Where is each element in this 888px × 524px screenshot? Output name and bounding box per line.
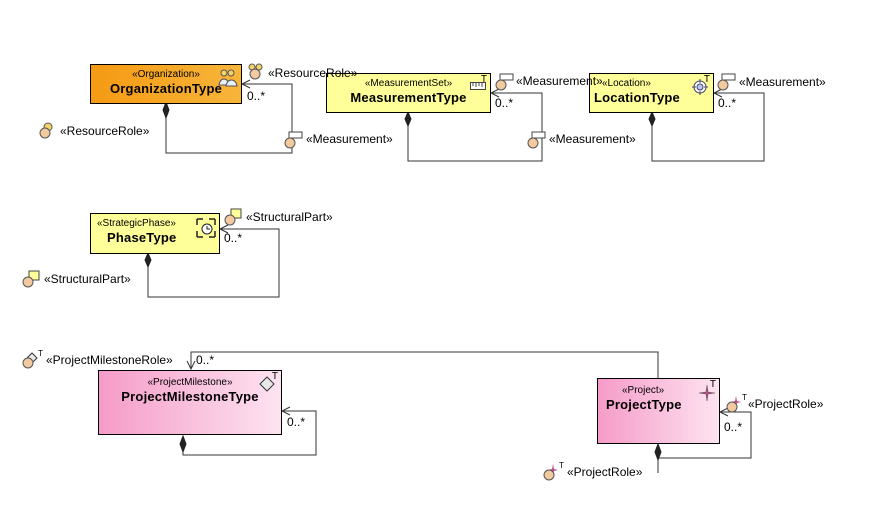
milestone-role-label: «ProjectMilestoneRole»	[46, 353, 173, 367]
organization-stereotype: «Organization»	[132, 69, 200, 80]
project-stereotype: «Project»	[622, 385, 665, 396]
people-group-icon	[218, 69, 238, 87]
project-corner-mark: T	[709, 379, 716, 390]
resource-role-label: «ResourceRole»	[268, 66, 358, 80]
sparkle-icon	[698, 384, 716, 402]
multiplicity-label: 0..*	[724, 420, 743, 434]
structural-part-role-label: «StructuralPart»	[44, 272, 131, 286]
phase-name: PhaseType	[107, 230, 177, 245]
measurement-class[interactable]: «MeasurementSet» MeasurementType T	[326, 73, 491, 113]
resource-role-icon	[248, 63, 263, 80]
multiplicity-label: 0..*	[224, 231, 243, 245]
measurement-role-icon	[495, 73, 514, 91]
milestone-class[interactable]: «ProjectMilestone» ProjectMilestoneType …	[98, 370, 282, 435]
multiplicity-label: 0..*	[495, 96, 514, 110]
svg-text:T: T	[742, 393, 747, 402]
location-composition-diamond	[648, 110, 656, 128]
organization-name: OrganizationType	[109, 81, 223, 96]
structural-part-role-label: «StructuralPart»	[246, 210, 333, 224]
measurement-composition-diamond	[404, 110, 412, 128]
multiplicity-label: 0..*	[718, 96, 737, 110]
multiplicity-label: 0..*	[196, 353, 215, 367]
ruler-icon	[470, 82, 486, 90]
clock-icon	[196, 218, 216, 238]
structural-part-role-icon	[22, 270, 40, 288]
milestone-stereotype: «ProjectMilestone»	[147, 377, 233, 388]
location-assoc-line	[651, 92, 765, 162]
measurement-role-icon	[717, 73, 736, 91]
phase-assoc-line	[147, 228, 280, 298]
measurement-name: MeasurementType	[350, 90, 467, 105]
project-composition-diamond	[654, 442, 662, 462]
project-assoc-line	[658, 411, 752, 459]
milestone-composition-diamond	[179, 434, 187, 454]
measurement-corner-mark: T	[480, 74, 487, 85]
svg-text:T: T	[38, 349, 43, 358]
org-assoc-line	[165, 83, 293, 154]
phase-stereotype: «StrategicPhase»	[97, 218, 176, 229]
project-role-icon: T	[726, 393, 747, 413]
project-role-label: «ProjectRole»	[567, 465, 643, 479]
crosshair-icon	[692, 79, 708, 95]
project-role-label: «ProjectRole»	[748, 397, 824, 411]
organization-class[interactable]: «Organization» OrganizationType	[90, 64, 242, 104]
resource-role-label: «ResourceRole»	[60, 124, 150, 138]
project-class[interactable]: «Project» ProjectType T	[597, 378, 720, 444]
measurement-stereotype: «MeasurementSet»	[364, 78, 453, 89]
phase-class[interactable]: «StrategicPhase» PhaseType	[90, 213, 220, 254]
resource-role-icon	[39, 122, 53, 139]
phase-composition-diamond	[144, 251, 152, 269]
measurement-role-icon	[527, 131, 546, 149]
structural-part-role-icon	[224, 208, 242, 226]
milestone-name: ProjectMilestoneType	[121, 389, 259, 404]
milestone-corner-mark: T	[271, 371, 278, 382]
measurement-role-icon	[284, 131, 303, 149]
org-composition-diamond	[162, 100, 170, 120]
milestone-role-icon: T	[22, 349, 43, 369]
multiplicity-label: 0..*	[287, 415, 306, 429]
project-role-icon: T	[543, 461, 564, 481]
project-name: ProjectType	[606, 397, 682, 412]
measurement-role-label: «Measurement»	[549, 132, 636, 146]
location-class[interactable]: «Location» LocationType T	[589, 73, 714, 113]
diamond-icon	[259, 376, 275, 392]
location-corner-mark: T	[703, 74, 710, 85]
measurement-role-label: «Measurement»	[516, 74, 603, 88]
location-name: LocationType	[594, 90, 680, 105]
multiplicity-label: 0..*	[247, 89, 266, 103]
location-stereotype: «Location»	[602, 78, 651, 89]
measurement-assoc-line	[407, 92, 543, 162]
svg-text:T: T	[559, 461, 564, 470]
measurement-role-label: «Measurement»	[739, 75, 826, 89]
measurement-role-label: «Measurement»	[306, 132, 393, 146]
